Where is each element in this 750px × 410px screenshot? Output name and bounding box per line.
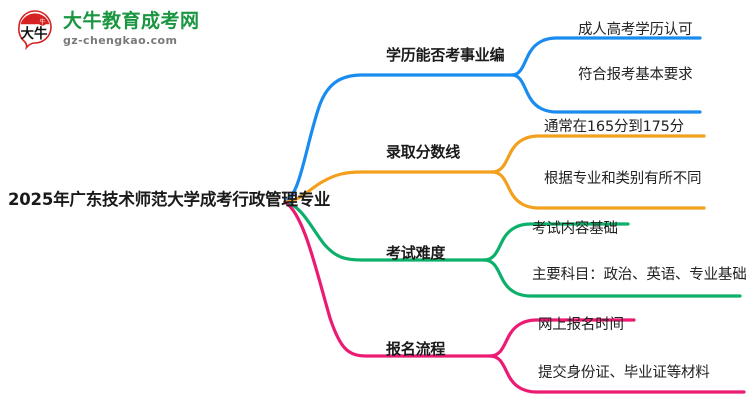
leaf-node-1-1[interactable]: 成人高考学历认可 (578, 22, 693, 38)
leaf-node-1-2[interactable]: 符合报考基本要求 (578, 67, 693, 83)
leaf-node-2-1[interactable]: 通常在165分到175分 (544, 119, 684, 135)
leaf-node-2-2[interactable]: 根据专业和类别有所不同 (544, 171, 702, 187)
logo-mark-text: 大牛 (21, 25, 48, 42)
leaf-node-4-1[interactable]: 网上报名时间 (538, 317, 624, 333)
branch-node-3[interactable]: 考试难度 (386, 244, 446, 262)
logo-title: 大牛教育成考网 (63, 10, 200, 32)
branch-node-1[interactable]: 学历能否考事业编 (386, 46, 505, 64)
leaf-node-3-1[interactable]: 考试内容基础 (532, 221, 618, 237)
leaf-node-3-2[interactable]: 主要科目：政治、英语、专业基础 (532, 267, 747, 283)
branch-node-2[interactable]: 录取分数线 (386, 143, 461, 161)
leaf-node-4-2[interactable]: 提交身份证、毕业证等材料 (538, 365, 710, 381)
root-node[interactable]: 2025年广东技术师范大学成考行政管理专业 (8, 190, 331, 209)
connector-branch-4 (283, 200, 746, 394)
branch-node-4[interactable]: 报名流程 (386, 340, 446, 358)
logo-mark-icon: 牛 大牛 (14, 8, 56, 51)
site-logo: 牛 大牛 大牛教育成考网 gz-chengkao.com (14, 8, 200, 51)
svg-text:牛: 牛 (39, 18, 45, 26)
logo-subtitle: gz-chengkao.com (63, 34, 178, 47)
logo-text-block: 大牛教育成考网 gz-chengkao.com (63, 10, 200, 47)
